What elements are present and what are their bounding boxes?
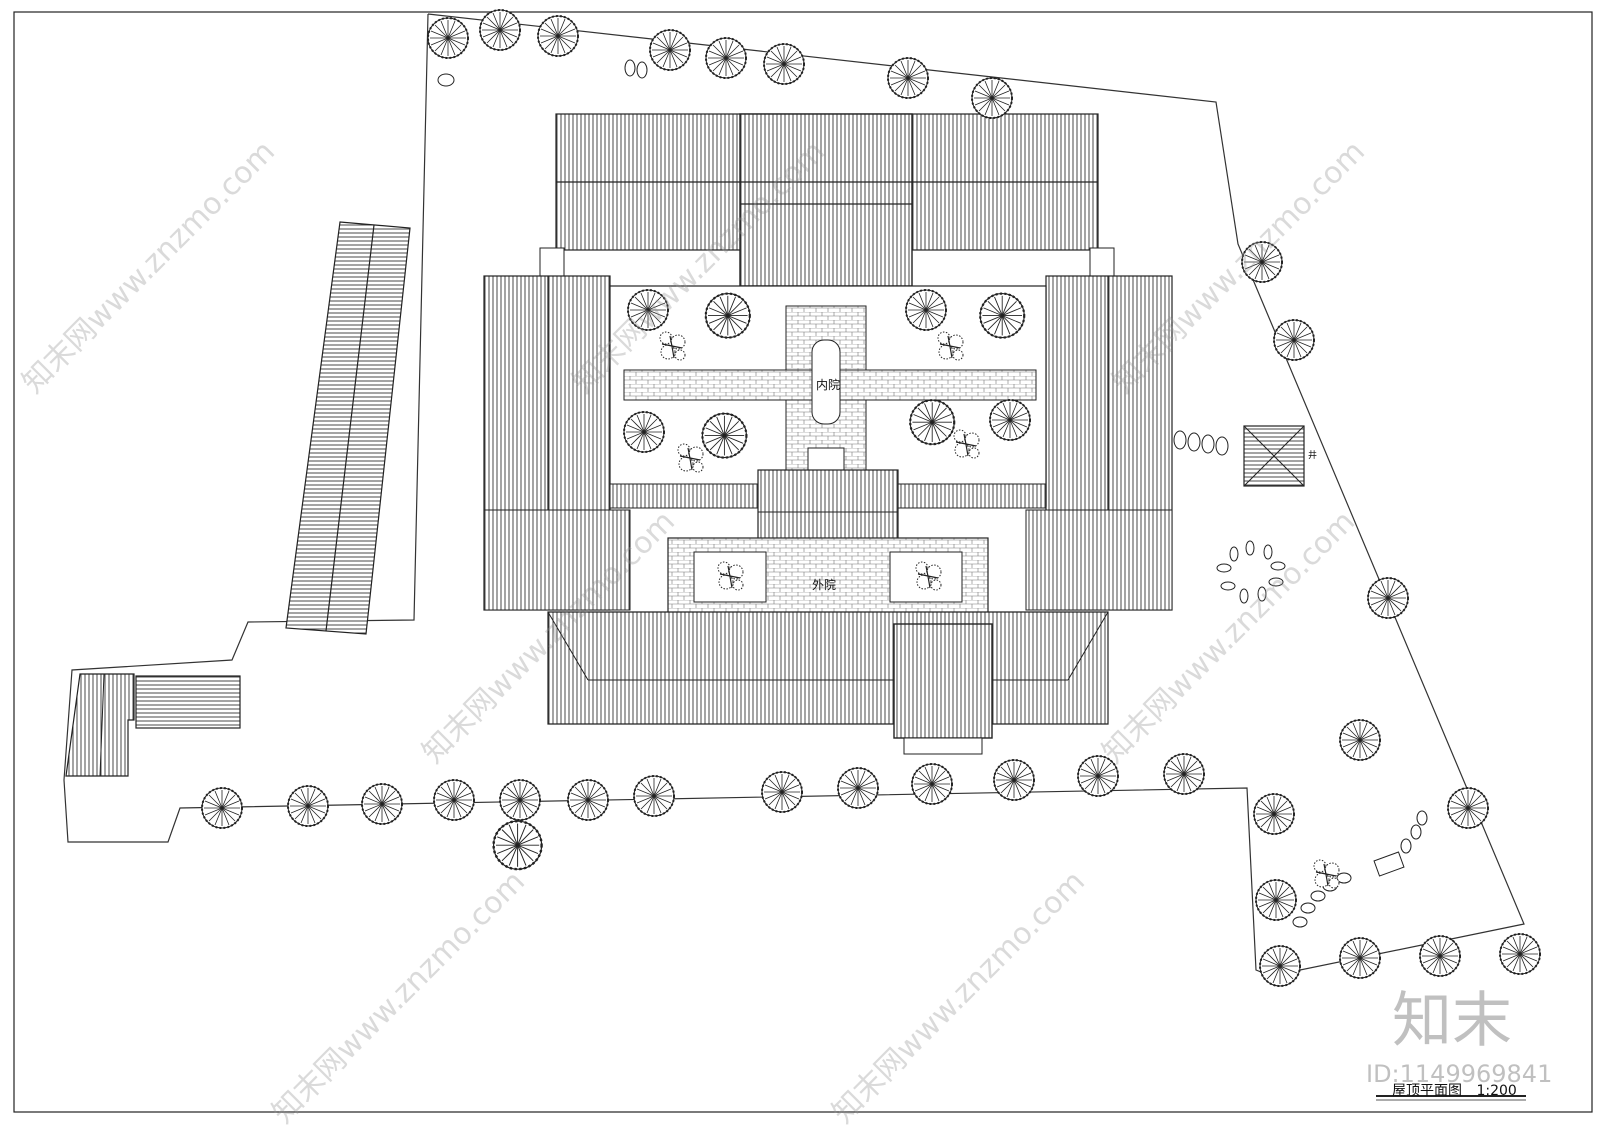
watermark-brand: 知末 xyxy=(1392,986,1512,1056)
drawing-title-text: 屋顶平面图 xyxy=(1392,1083,1462,1099)
well-mark-label: 井 xyxy=(1308,451,1318,461)
inner-court-label: 内院 xyxy=(816,378,841,392)
watermark-id: ID:1149969841 xyxy=(1366,1060,1553,1088)
southwest-roof xyxy=(65,673,241,777)
pavilion-roof-icon xyxy=(1243,425,1305,487)
west-long-roof xyxy=(285,221,411,635)
drawing-border xyxy=(13,11,1593,1113)
planting-ring xyxy=(1216,540,1286,604)
drawing-title: 屋顶平面图 1:200 xyxy=(1392,1080,1517,1100)
drawing-scale: 1:200 xyxy=(1476,1083,1517,1099)
main-compound xyxy=(483,113,1173,755)
outer-court-label: 外院 xyxy=(812,578,837,592)
